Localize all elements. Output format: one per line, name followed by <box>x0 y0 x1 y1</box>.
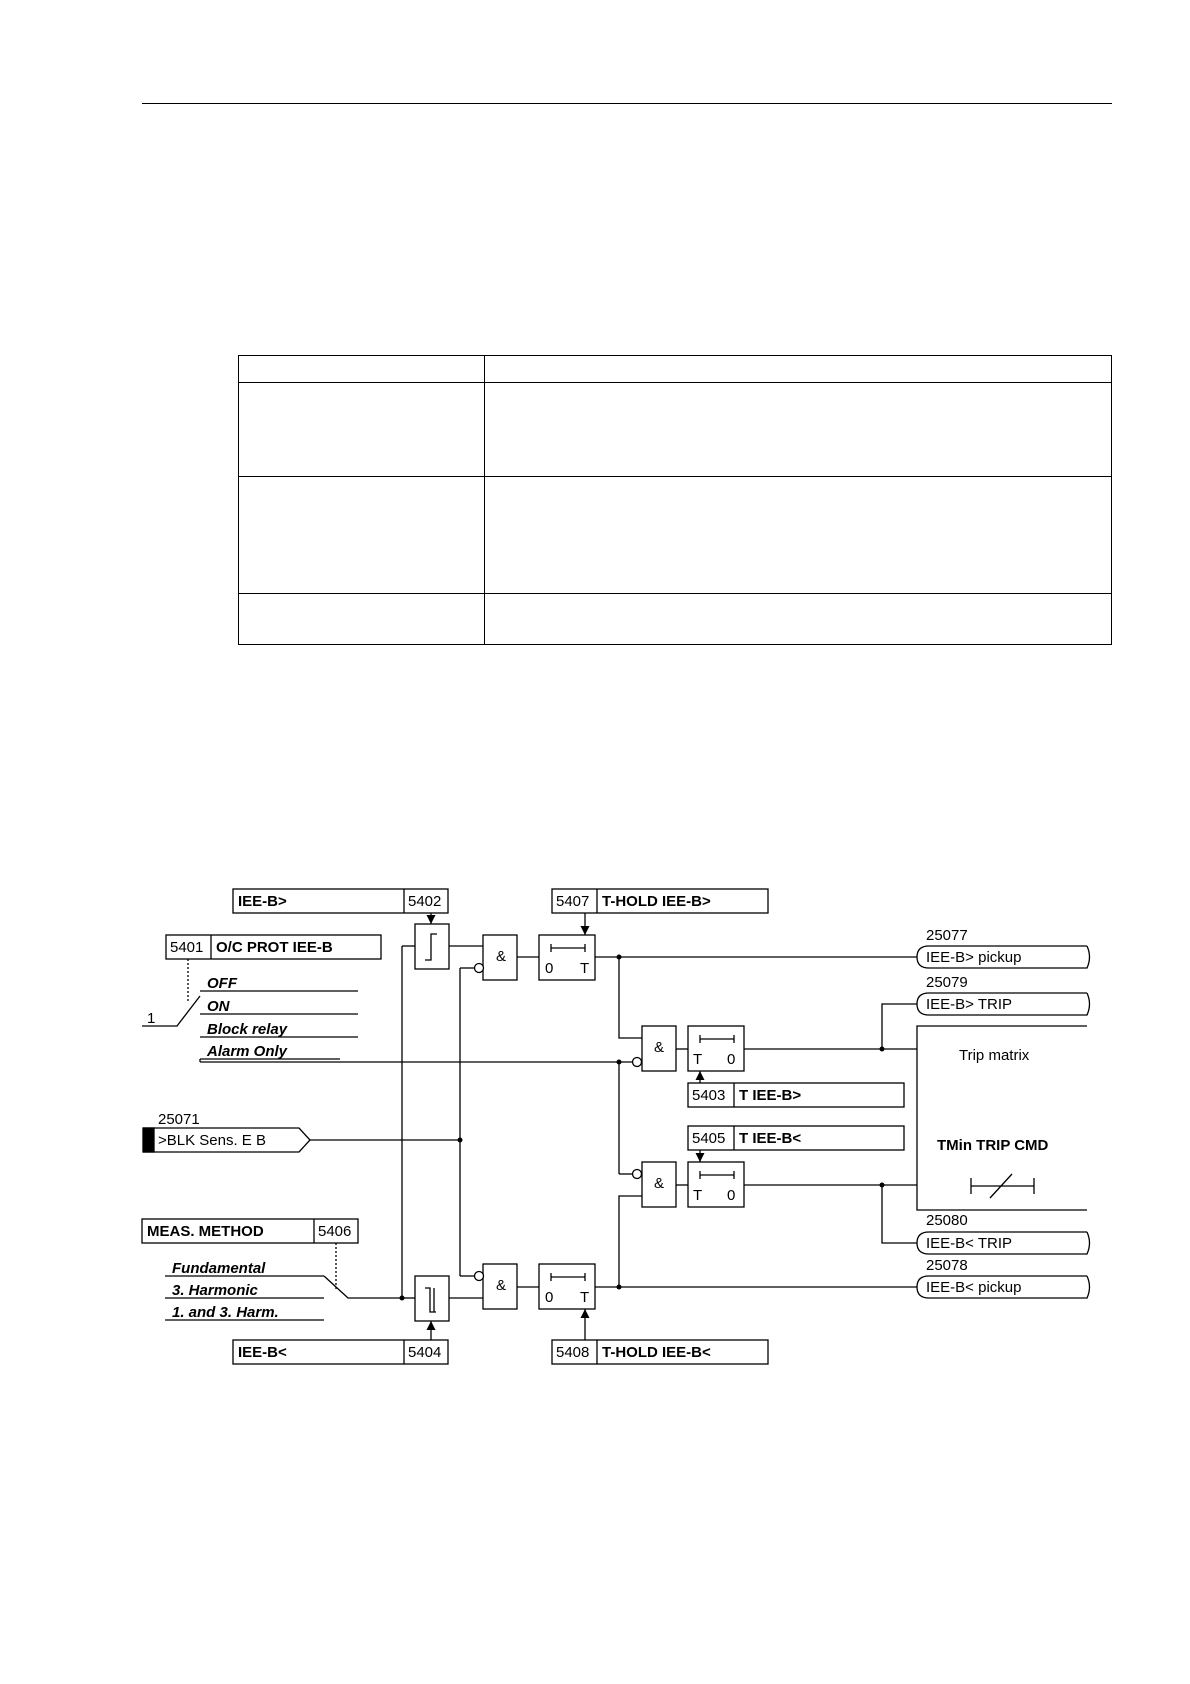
setting-t-lt-box <box>687 1125 905 1151</box>
option-off: OFF <box>207 975 238 992</box>
table-cell <box>484 593 1112 645</box>
comparator-lt <box>414 1275 450 1322</box>
setting-address: 5401 <box>170 939 203 956</box>
setting-thold-gt-box <box>551 888 769 914</box>
table-row <box>238 382 1112 477</box>
output-pickup-gt <box>916 945 1091 969</box>
timer-label: T <box>693 1051 702 1068</box>
timer-label: 0 <box>727 1051 735 1068</box>
timer-label: T <box>580 960 589 977</box>
table-row <box>238 593 1112 645</box>
threshold-gt-symbol <box>425 933 437 961</box>
output-number: 25079 <box>926 974 968 991</box>
table-cell <box>238 382 485 477</box>
setting-ieeb-lt-box <box>232 1339 449 1365</box>
timer-label: T <box>580 1289 589 1306</box>
meas-switch <box>323 1275 402 1299</box>
output-number: 25080 <box>926 1212 968 1229</box>
comparator-gt <box>414 923 450 970</box>
timer-label: 0 <box>545 1289 553 1306</box>
timer-label: T <box>693 1187 702 1204</box>
setting-meas-method-box <box>141 1218 359 1244</box>
output-label: IEE-B< pickup <box>926 1279 1021 1296</box>
and-label: & <box>654 1039 664 1056</box>
header-rule <box>142 103 1112 104</box>
setting-name: IEE-B> <box>238 893 287 910</box>
setting-name: MEAS. METHOD <box>147 1223 264 1240</box>
input-label: >BLK Sens. E B <box>158 1132 266 1149</box>
trip-matrix-box <box>916 1025 1087 1211</box>
output-trip-gt <box>916 992 1091 1016</box>
setting-name: O/C PROT IEE-B <box>216 939 333 956</box>
option-alarm-only: Alarm Only <box>206 1043 288 1060</box>
table-cell <box>238 593 485 645</box>
setting-name: T IEE-B> <box>739 1087 801 1104</box>
inverter-bubble <box>631 1168 643 1180</box>
output-label: IEE-B> TRIP <box>926 996 1012 1013</box>
output-number: 25078 <box>926 1257 968 1274</box>
setting-address: 5407 <box>556 893 589 910</box>
output-pickup-lt <box>916 1275 1091 1299</box>
setting-address: 5406 <box>318 1223 351 1240</box>
setting-address: 5402 <box>408 893 441 910</box>
and-label: & <box>496 948 506 965</box>
setting-name: T-HOLD IEE-B> <box>602 893 711 910</box>
and-label: & <box>496 1277 506 1294</box>
inverter-bubble <box>473 1270 485 1282</box>
option-3-harmonic: 3. Harmonic <box>172 1282 259 1299</box>
inverter-bubble <box>631 1056 643 1068</box>
timer-label: 0 <box>727 1187 735 1204</box>
input-number: 25071 <box>158 1111 200 1128</box>
trip-matrix-cmd: TMin TRIP CMD <box>937 1137 1049 1154</box>
output-label: IEE-B< TRIP <box>926 1235 1012 1252</box>
timer-label: 0 <box>545 960 553 977</box>
setting-name: T IEE-B< <box>739 1130 801 1147</box>
switch-value: 1 <box>147 1010 155 1027</box>
output-label: IEE-B> pickup <box>926 949 1021 966</box>
setting-name: T-HOLD IEE-B< <box>602 1344 711 1361</box>
and-label: & <box>654 1175 664 1192</box>
setting-t-gt-box <box>687 1082 905 1108</box>
output-trip-lt <box>916 1231 1091 1255</box>
setting-oc-prot-box <box>165 934 382 960</box>
parameter-table <box>238 355 1112 645</box>
setting-address: 5408 <box>556 1344 589 1361</box>
option-fundamental: Fundamental <box>172 1260 266 1277</box>
table-cell <box>484 382 1112 477</box>
output-number: 25077 <box>926 927 968 944</box>
inverter-bubble <box>473 962 485 974</box>
junction-dots <box>399 954 885 1301</box>
table-cell <box>238 476 485 594</box>
setting-address: 5405 <box>692 1130 725 1147</box>
setting-address: 5404 <box>408 1344 441 1361</box>
threshold-lt-symbol <box>425 1287 436 1313</box>
setting-thold-lt-box <box>551 1339 769 1365</box>
switch-lever <box>142 995 201 1027</box>
option-on: ON <box>207 998 231 1015</box>
option-block-relay: Block relay <box>207 1021 288 1038</box>
input-marker <box>142 1127 155 1153</box>
setting-name: IEE-B< <box>238 1344 287 1361</box>
setting-ieeb-gt-box <box>232 888 449 914</box>
option-1-and-3-harm: 1. and 3. Harm. <box>172 1304 279 1321</box>
trip-matrix-title: Trip matrix <box>959 1047 1030 1064</box>
setting-address: 5403 <box>692 1087 725 1104</box>
